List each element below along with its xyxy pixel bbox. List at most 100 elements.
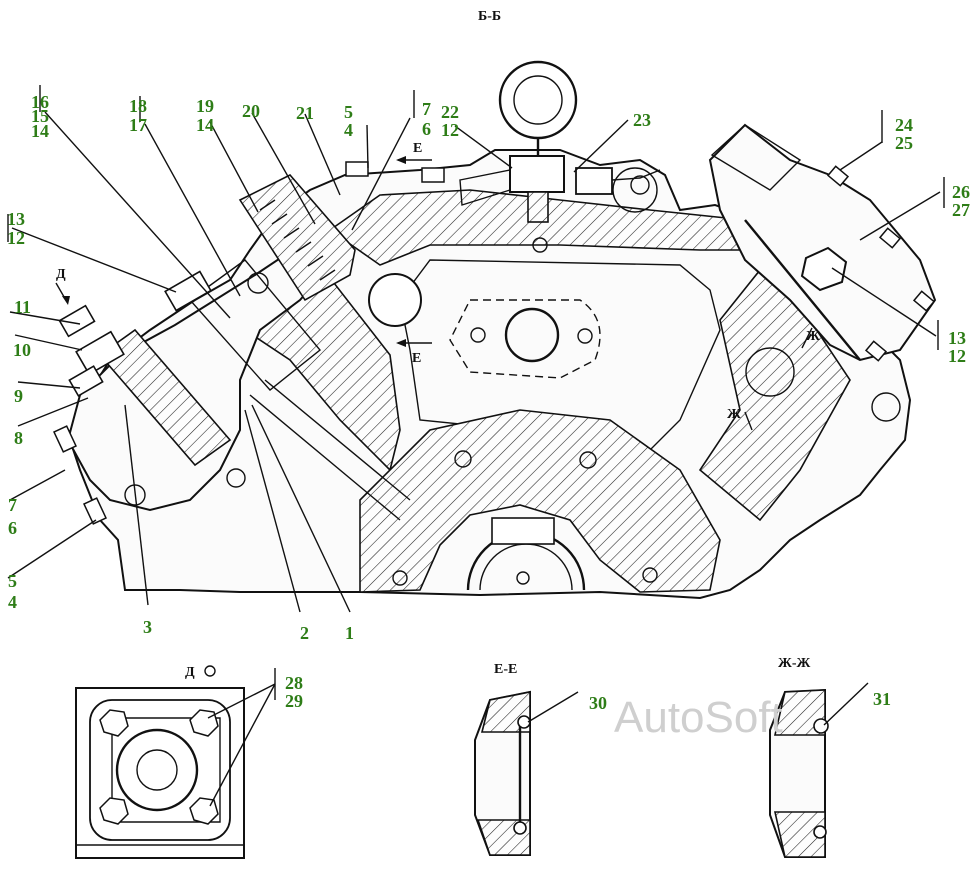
callout-28: 28 <box>285 673 303 693</box>
callout-7b: 7 <box>8 495 17 515</box>
left-rod-channel <box>249 379 411 521</box>
central-flange-bore <box>504 307 560 363</box>
section-e-e-ball-top <box>517 715 531 729</box>
callout-labels: 16 15 14 18 17 19 14 20 21 5 4 7 6 22 12… <box>7 92 970 643</box>
section-zh-zh-bottom-hatch <box>774 811 826 858</box>
view-d-bore-inner <box>136 749 178 791</box>
pipe-left-elbow <box>459 169 511 206</box>
callout-14b: 14 <box>196 115 214 135</box>
callout-13a: 13 <box>7 209 25 229</box>
callout-4a: 4 <box>344 120 353 140</box>
right-unit-bolt-bottom <box>864 340 888 362</box>
marker-d: Д <box>56 267 66 282</box>
leader-lines <box>7 85 945 613</box>
oil-channel-hole <box>532 237 548 253</box>
callout-26: 26 <box>952 182 970 202</box>
callout-20: 20 <box>242 101 260 121</box>
callout-12b: 12 <box>7 228 25 248</box>
callout-25: 25 <box>895 133 913 153</box>
callout-23: 23 <box>633 110 651 130</box>
lifting-eye-inner <box>513 75 563 125</box>
left-injector-body <box>188 259 321 391</box>
section-zh-zh-title: Ж-Ж <box>778 656 811 671</box>
lifting-eye-nut <box>509 155 565 193</box>
callout-4b: 4 <box>8 592 17 612</box>
housing-round-small <box>630 175 650 195</box>
callout-31: 31 <box>873 689 891 709</box>
housing-round-left <box>612 167 658 213</box>
callout-29: 29 <box>285 691 303 711</box>
callout-14a: 14 <box>31 121 49 141</box>
view-d-title: Д <box>185 665 195 680</box>
fitting-23-body <box>575 167 613 195</box>
lifting-eye-outer <box>498 60 578 140</box>
callout-12c: 12 <box>948 346 966 366</box>
bearing-cap-insert <box>491 517 555 545</box>
callout-22: 22 <box>441 102 459 122</box>
view-d: Д 28 29 <box>75 665 303 859</box>
central-flange-bolt-left <box>470 327 486 343</box>
stud-7-6 <box>53 425 77 453</box>
right-unit-bolt-top <box>826 165 850 187</box>
callout-5b: 5 <box>8 571 17 591</box>
section-e-e-ball-bottom <box>513 821 527 835</box>
callout-10: 10 <box>13 340 31 360</box>
callout-30: 30 <box>589 693 607 713</box>
left-boss-hole-c <box>226 468 246 488</box>
callout-18: 18 <box>129 96 147 116</box>
callout-6b: 6 <box>8 518 17 538</box>
left-head-housing <box>66 243 337 512</box>
callout-24: 24 <box>895 115 913 135</box>
watermark: AutoSoft <box>614 693 783 742</box>
view-d-nut-bl <box>99 797 129 825</box>
bearing-stud-left <box>392 570 408 586</box>
bracket-13-12 <box>164 270 212 312</box>
callout-11: 11 <box>14 297 31 317</box>
callout-15: 15 <box>31 106 49 126</box>
marker-zh-left: Ж <box>727 407 741 422</box>
callout-6a: 6 <box>422 119 431 139</box>
view-d-bore-outer <box>115 728 199 812</box>
callout-3: 3 <box>143 617 152 637</box>
right-unit-flange <box>744 219 861 361</box>
left-injector-bore <box>98 328 232 467</box>
callout-7a: 7 <box>422 99 431 119</box>
callout-19: 19 <box>196 96 214 116</box>
left-boss-hole-a <box>247 272 269 294</box>
stud-5-4 <box>83 497 107 525</box>
right-unit-bolt-mid <box>878 227 902 249</box>
nozzle-11 <box>58 304 96 338</box>
marker-e-bottom: Е <box>412 351 421 366</box>
callout-21: 21 <box>296 103 314 123</box>
section-e-e: Е-Е 30 <box>474 662 607 856</box>
arrow-d: Д <box>55 267 70 305</box>
view-d-symbol <box>204 665 216 677</box>
callout-12a: 12 <box>441 120 459 140</box>
fitting-10 <box>75 330 125 376</box>
section-zh-zh-ball-top <box>813 718 829 734</box>
section-e-e-title: Е-Е <box>494 662 517 677</box>
section-zh-zh-top-hatch <box>773 689 826 736</box>
crankcase-inner <box>399 259 721 461</box>
callout-2: 2 <box>300 623 309 643</box>
section-zh-zh: Ж-Ж 31 <box>769 656 891 858</box>
callout-16: 16 <box>31 92 49 112</box>
marker-zh-right: Ж <box>806 329 820 344</box>
right-unit-cap <box>710 124 802 191</box>
left-spring-coils <box>259 199 336 281</box>
central-flange-bolt-right <box>577 328 593 344</box>
fitting-23-pipe <box>611 169 661 181</box>
central-flange-dashed <box>449 299 601 379</box>
stud-top-5-4 <box>345 161 369 177</box>
callout-5a: 5 <box>344 102 353 122</box>
left-boss-hole-b <box>124 484 146 506</box>
left-passage-ball <box>368 273 422 327</box>
callout-9: 9 <box>14 386 23 406</box>
view-d-nut-tl <box>99 709 129 737</box>
stud-top-7-6 <box>421 167 445 183</box>
callout-1: 1 <box>345 623 354 643</box>
right-unit-hex-plug <box>800 246 848 292</box>
callout-17a: 17 <box>129 115 147 135</box>
bearing-bolt-right <box>579 451 597 469</box>
